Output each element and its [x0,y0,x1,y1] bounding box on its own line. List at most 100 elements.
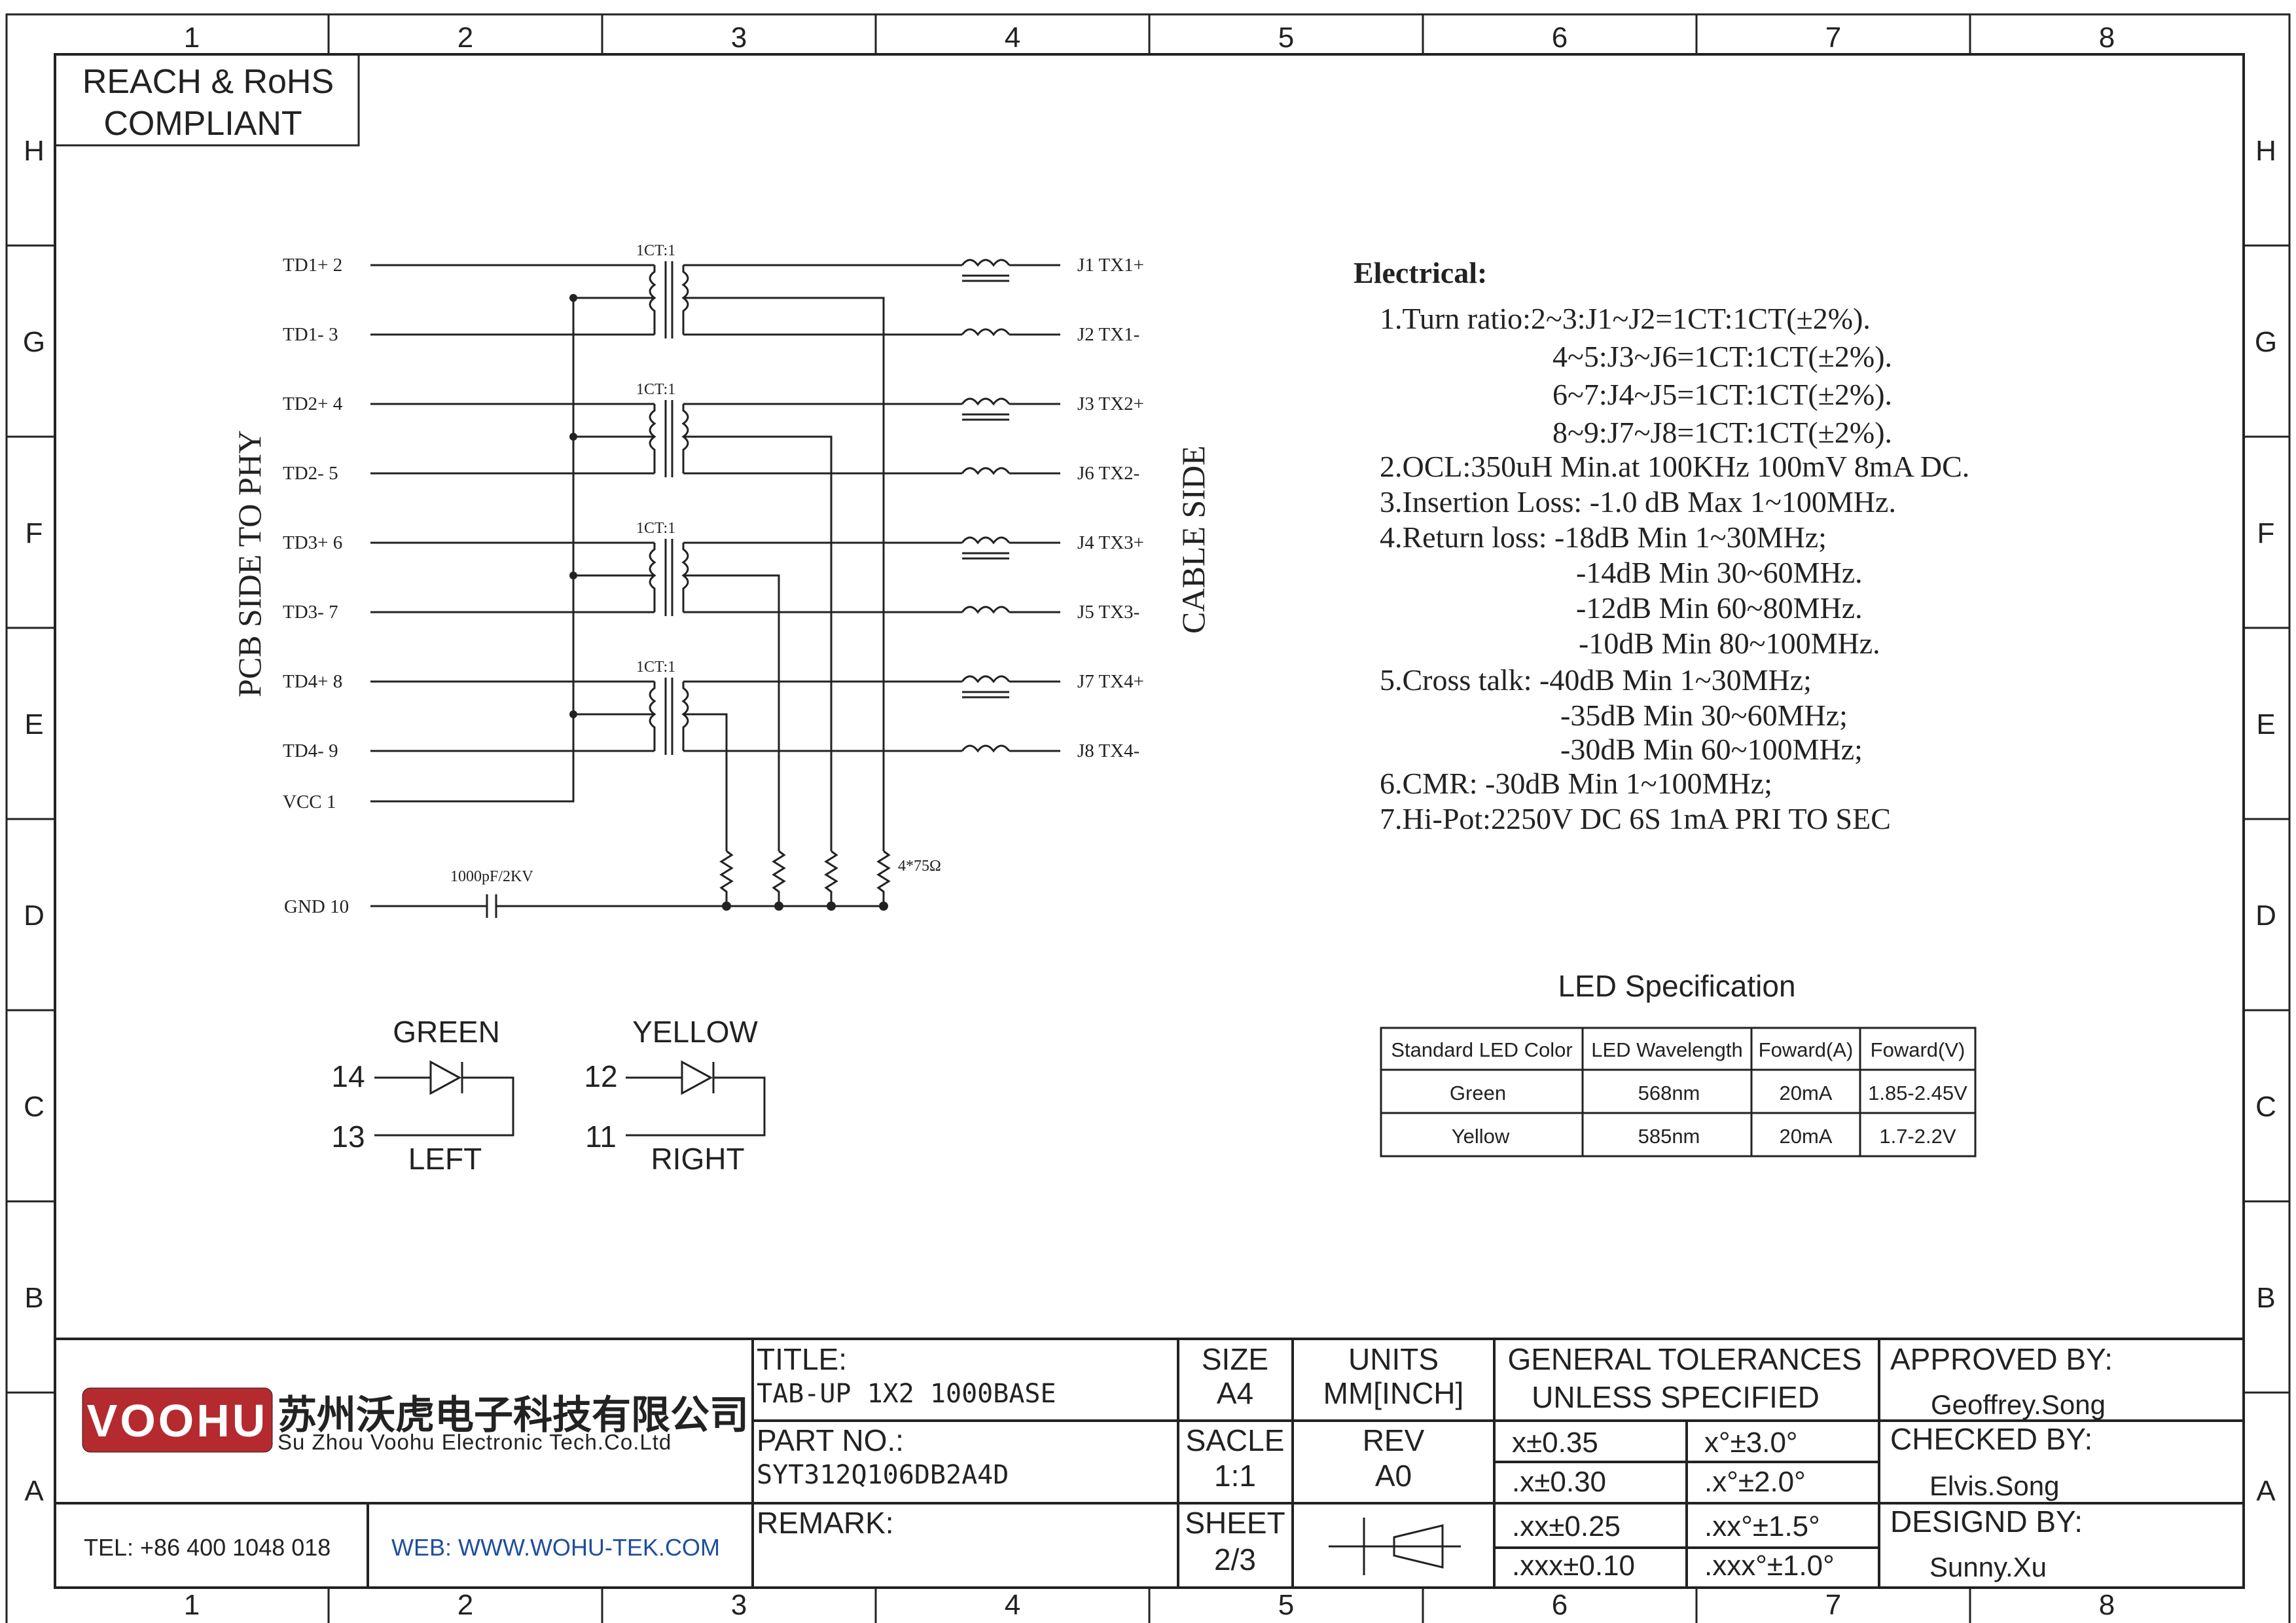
pin-terminal [363,331,370,338]
pin-terminal [1060,331,1068,338]
spec-line-3: 6~7:J4~J5=1CT:1CT(±2%). [1552,378,1892,411]
company-name-cn: 苏州沃虎电子科技有限公司 [278,1393,749,1437]
tolerance-cell: .xx±0.25 [1512,1510,1621,1542]
resistor-zigzag [772,850,786,906]
pin-label-gnd: GND 10 [284,896,349,917]
units-value: MM[INCH] [1323,1376,1464,1410]
pin-terminal [363,400,370,408]
pin-label-td4-plus: TD4+ 8 [283,671,342,692]
frame-column-label: 7 [1825,22,1841,54]
led-yellow-symbol: YELLOW 12 11 RIGHT [584,1015,766,1176]
frame-row-label: E [2256,708,2275,740]
spec-line-2: 4~5:J3~J6=1CT:1CT(±2%). [1552,340,1892,373]
spec-line-6: 3.Insertion Loss: -1.0 dB Max 1~100MHz. [1380,485,1896,519]
frame-row-label: C [2255,1091,2276,1123]
tolerance-title-1: GENERAL TOLERANCES [1507,1342,1861,1376]
tel-text: TEL: +86 400 1048 018 [84,1534,331,1561]
led-table-cell: 585nm [1638,1125,1700,1148]
led-yellow-pin-12: 12 [584,1059,617,1093]
led-table-header-forward-a: Foward(A) [1759,1038,1854,1061]
size-value: A4 [1217,1376,1253,1410]
center-tap-wire [683,297,885,851]
pin-terminal [1060,678,1068,685]
frame-column-label: 6 [1552,22,1568,54]
pcb-side-label: PCB SIDE TO PHY [231,430,268,697]
pin-label-td3-plus: TD3+ 6 [283,532,342,553]
resistor-icon [824,850,838,911]
sheet-label: SHEET [1185,1506,1285,1540]
frame-row-label: A [2256,1475,2276,1507]
pin-label-td2-plus: TD2+ 4 [283,393,343,414]
rev-value: A0 [1375,1459,1412,1493]
approved-label: APPROVED BY: [1890,1342,2113,1376]
pin-terminal [363,678,370,685]
center-tap-wire [683,435,833,851]
spec-line-11: 5.Cross talk: -40dB Min 1~30MHz; [1380,663,1812,697]
logo-text: VOOHU [87,1395,268,1446]
checked-value: Elvis.Song [1929,1470,2059,1501]
ratio-label-1: 1CT:1 [636,242,675,259]
resistor-icon [772,850,786,911]
led-yellow-pin-11: 11 [585,1120,617,1154]
pin-terminal [1060,261,1068,269]
pin-label-j8: J8 TX4- [1077,740,1139,761]
coil-icon [649,682,656,751]
junction-dot [774,902,783,911]
spec-line-13: -30dB Min 60~100MHz; [1560,733,1863,766]
center-tap-wire [683,574,780,851]
choke-coil-icon [961,744,1011,753]
frame-row-label: G [2255,326,2277,358]
pin-label-vcc: VCC 1 [283,792,336,812]
led-table-cell: 568nm [1638,1082,1700,1104]
sheet-value: 2/3 [1214,1542,1256,1577]
choke-coil-icon [961,259,1011,267]
frame-column-label: 5 [1278,1589,1294,1621]
company-logo: VOOHU [82,1387,273,1453]
vcc-bus [370,297,575,803]
led-green-pin-14: 14 [331,1059,365,1093]
coil-icon [681,682,689,751]
pin-label-j2: J2 TX1- [1077,324,1139,345]
choke-coil-icon [961,536,1011,545]
led-table-cell: 1.85-2.45V [1868,1082,1967,1104]
transformer-channel [363,675,1068,851]
frame-row-label: H [2255,135,2276,167]
led-green-symbol: GREEN 14 13 LEFT [331,1015,514,1176]
checked-label: CHECKED BY: [1890,1422,2092,1456]
cable-side-label: CABLE SIDE [1175,446,1211,634]
led-spec-table: LED Specification Standard LED Color LED… [1380,969,1977,1158]
frame-row-label: E [24,708,43,740]
coil-icon [681,543,689,612]
spec-line-12: -35dB Min 30~60MHz; [1560,699,1848,732]
coil-icon [681,265,689,335]
projection-symbol-icon [1329,1518,1461,1575]
coil-icon [649,543,656,612]
tolerance-cell: .xxx°±1.0° [1704,1550,1835,1582]
web-link[interactable]: WEB: WWW.WOHU-TEK.COM [391,1534,720,1561]
led-table-cell: 1.7-2.2V [1879,1125,1956,1148]
ratio-label-4: 1CT:1 [636,659,675,676]
frame-column-label: 3 [731,22,747,54]
pin-terminal [363,608,370,616]
frame-column-label: 3 [731,1589,747,1621]
approved-value: Geoffrey.Song [1931,1389,2106,1420]
scale-label: SACLE [1186,1423,1285,1457]
frame-column-label: 5 [1278,22,1294,54]
frame-column-label: 1 [184,22,200,54]
designed-label: DESIGND BY: [1890,1504,2083,1539]
pin-label-td1-minus: TD1- 3 [283,324,338,345]
title-block: VOOHU 苏州沃虎电子科技有限公司 Su Zhou Voohu Electro… [55,1338,2244,1588]
led-spec-title: LED Specification [1558,969,1795,1003]
led-green-side: LEFT [408,1142,482,1176]
frame-row-label: B [24,1282,43,1314]
frame-column-label: 7 [1825,1589,1841,1621]
part-label: PART NO.: [757,1423,904,1457]
junction-dot [827,902,836,911]
coil-icon [649,265,656,335]
scale-value: 1:1 [1214,1459,1256,1493]
diode-icon [429,1060,462,1095]
tolerance-cell: x°±3.0° [1704,1427,1798,1459]
capacitor-label: 1000pF/2KV [450,868,533,885]
